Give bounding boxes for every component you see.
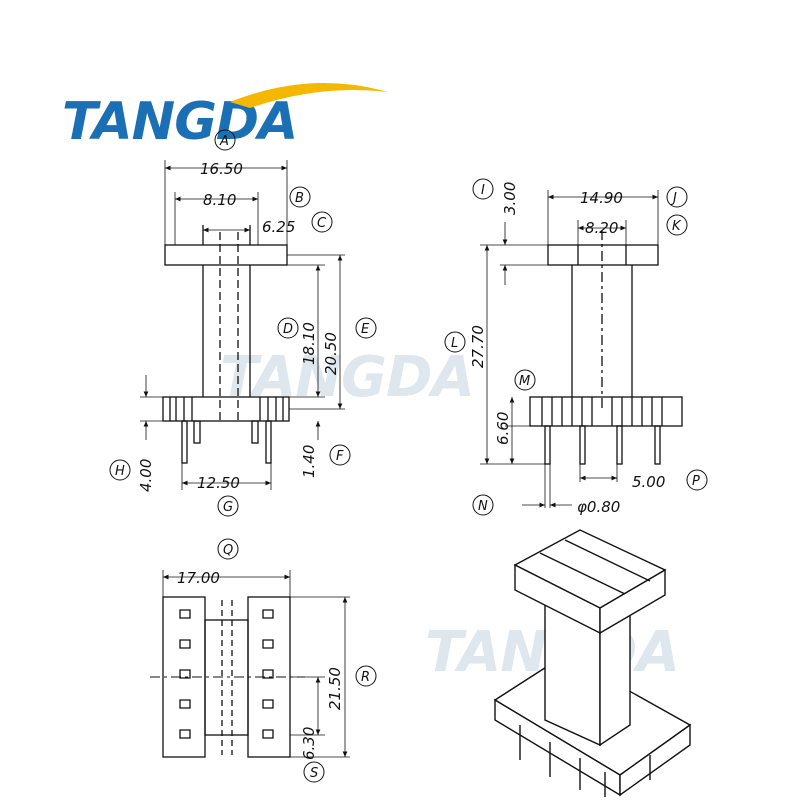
front-view [140,160,345,490]
callout-C: C [317,216,327,231]
dim-E-value: 20.50 [322,332,340,375]
callout-S: S [310,766,318,781]
callout-E: E [361,322,370,337]
callout-P: P [692,474,700,489]
dim-K-value: 8.20 [585,219,618,237]
dim-H-value: 4.00 [137,459,155,492]
dim-P-value: 5.00 [632,473,665,491]
callout-A: A [219,134,229,149]
dim-S-value: 6.30 [300,727,318,760]
callout-R: R [361,670,370,685]
dim-D-value: 18.10 [300,322,318,365]
dim-R-value: 21.50 [326,667,344,710]
dimension-callouts [109,129,708,783]
isometric-view [493,529,692,797]
logo-swoosh [230,83,388,108]
callout-letters: A B C D E F G H I J K L M N P Q R S [115,134,700,781]
dim-C-value: 6.25 [262,218,295,236]
callout-H: H [115,464,125,479]
dim-J-value: 14.90 [580,189,623,207]
callout-J: J [670,191,677,206]
dim-I-value: 3.00 [501,182,519,215]
callout-B: B [295,191,304,206]
callout-M: M [519,374,530,389]
dim-L-value: 27.70 [469,325,487,368]
callout-I: I [481,183,485,198]
callout-F: F [336,449,344,464]
side-view [480,190,683,508]
callout-Q: Q [223,543,233,558]
dim-B-value: 8.10 [203,191,236,209]
callout-K: K [672,219,682,234]
dim-A-value: 16.50 [200,160,243,178]
watermark-center: TANGDA [220,345,475,410]
callout-D: D [283,322,293,337]
dim-F-value: 1.40 [300,445,318,478]
dim-Q-value: 17.00 [177,569,220,587]
top-view [150,570,350,758]
dim-M-value: 6.60 [494,412,512,445]
callout-N: N [478,499,488,514]
dim-G-value: 12.50 [197,474,240,492]
callout-G: G [223,500,233,515]
dimension-values: 16.50 8.10 6.25 18.10 20.50 1.40 12.50 4… [137,160,665,760]
dim-N-value: φ0.80 [577,498,620,516]
callout-L: L [451,336,458,351]
